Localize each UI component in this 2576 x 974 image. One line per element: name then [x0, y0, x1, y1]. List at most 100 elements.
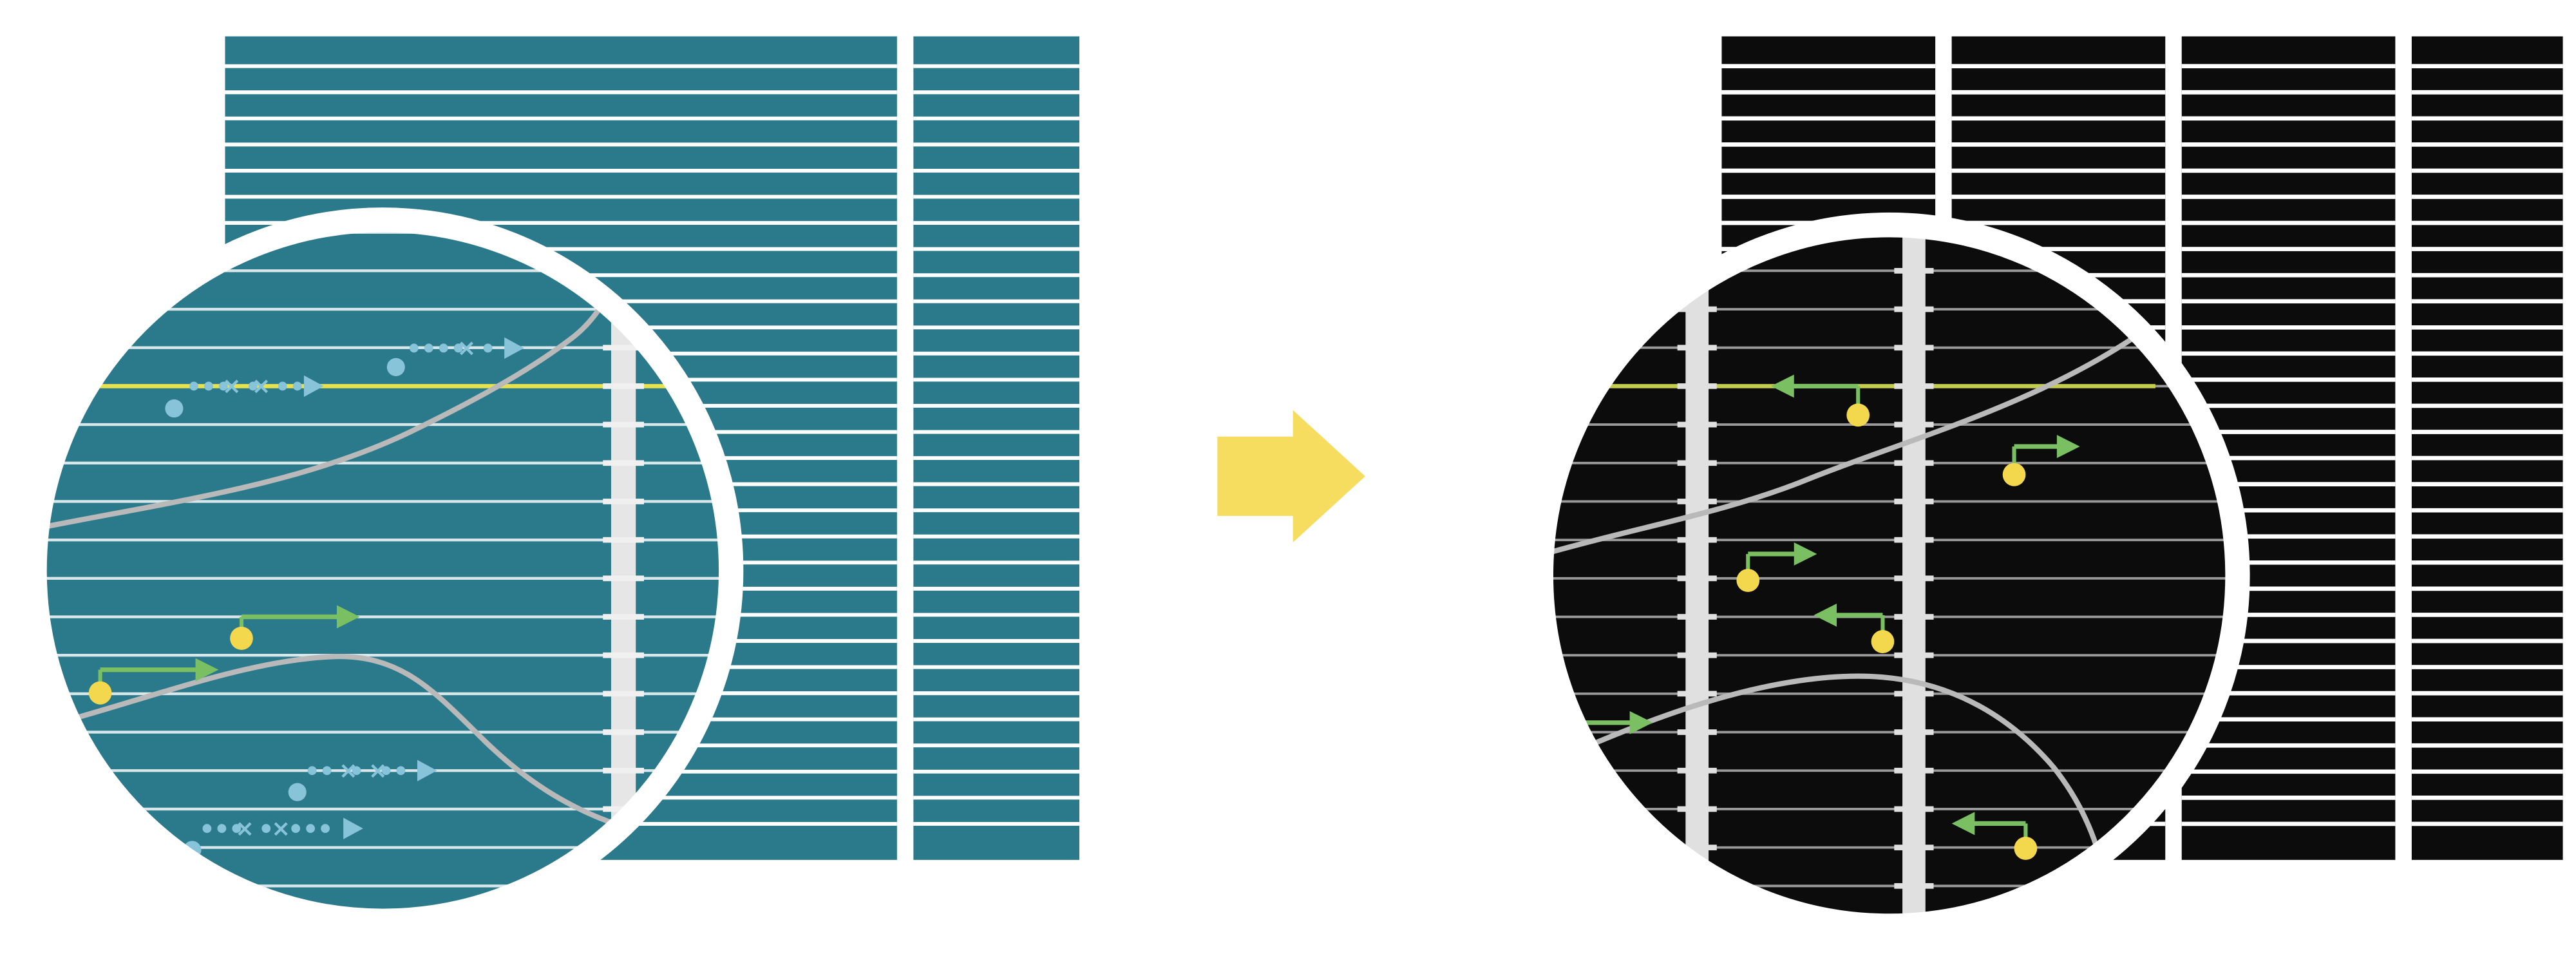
trail-dot — [321, 824, 330, 834]
trail-dot — [453, 343, 463, 353]
busbar-tick — [1894, 267, 1934, 274]
busbar-tick — [1894, 691, 1934, 697]
magnifier-content — [1549, 234, 2229, 917]
recombination-x-mark: × — [339, 758, 358, 784]
recombination-x-mark: × — [368, 758, 388, 784]
busbar-tick — [1677, 652, 1717, 658]
busbar-tick — [1677, 806, 1717, 812]
recombination-x-mark: × — [252, 373, 271, 399]
trail-dot — [396, 766, 406, 776]
trail-dot — [217, 824, 227, 834]
carrier-arrowhead — [2056, 435, 2080, 459]
busbar-tick — [603, 499, 644, 504]
collected-carrier-path — [1951, 812, 2038, 860]
busbar-tick — [1894, 383, 1934, 389]
trail-dot — [202, 824, 212, 834]
carrier-arrowhead — [1794, 542, 1817, 566]
busbar-tick — [1677, 767, 1717, 774]
carrier-arrowhead — [195, 658, 219, 682]
collected-carrier-path — [88, 658, 219, 705]
busbar-tick — [1894, 537, 1934, 543]
busbar-tick — [1677, 421, 1717, 428]
trail-dot — [424, 343, 433, 353]
trail-dot — [248, 381, 258, 391]
busbar-tick — [1677, 691, 1717, 697]
carrier-dot — [230, 626, 253, 650]
busbar-tick — [1894, 421, 1934, 428]
trail-dot — [291, 824, 301, 834]
busbar-tick — [603, 883, 644, 889]
busbar-tick — [603, 345, 644, 351]
busbar-tick — [1677, 845, 1717, 850]
electron-arrowhead — [303, 375, 324, 397]
trail-dot — [204, 381, 213, 391]
busbar-tick — [603, 383, 644, 389]
busbar-tick — [1894, 575, 1934, 582]
busbar-tick — [1677, 306, 1717, 312]
recombining-electron-path: ×× — [165, 373, 324, 418]
busbar-tick — [1894, 345, 1934, 351]
grain-boundary — [1549, 673, 2107, 879]
collected-carrier-path — [2002, 435, 2080, 486]
recombination-x-mark: × — [222, 373, 242, 399]
busbar-tick — [1677, 499, 1717, 504]
recombining-electron-path: ×× — [288, 758, 437, 801]
grain-boundary — [43, 238, 632, 532]
cell-panel — [2411, 36, 2563, 860]
trail-dot — [219, 381, 228, 391]
recombining-electron-path: × — [386, 335, 524, 377]
trail-dot — [352, 766, 361, 776]
electron-dot — [386, 358, 405, 377]
busbar-tick — [1677, 729, 1717, 735]
electron-arrowhead — [343, 817, 363, 839]
left-magnifier: ××××××× — [22, 207, 744, 934]
busbar-tick — [1894, 614, 1934, 620]
transform-arrow — [1217, 410, 1365, 542]
carrier-arrowhead — [1629, 711, 1653, 734]
trail-dot — [189, 381, 198, 391]
collected-carrier-path — [1771, 374, 1870, 427]
trail-dot — [322, 766, 332, 776]
electron-arrowhead — [504, 337, 524, 359]
busbar-tick — [603, 614, 644, 620]
carrier-dot — [1871, 630, 1895, 653]
trail-dot — [409, 343, 419, 353]
busbar-strip — [1685, 234, 1709, 917]
carrier-arrowhead — [1771, 374, 1794, 398]
carrier-dot — [1736, 569, 1760, 593]
recombination-x-mark: × — [457, 335, 477, 361]
busbar-tick — [603, 575, 644, 582]
carrier-dot — [2002, 463, 2026, 486]
busbar-tick — [1894, 460, 1934, 466]
busbar-tick — [1894, 767, 1934, 774]
trail-dot — [439, 343, 448, 353]
busbar-tick — [1677, 614, 1717, 620]
grain-boundary — [1549, 328, 2147, 557]
trail-dot — [381, 766, 391, 776]
collected-carrier-path — [230, 605, 360, 650]
busbar-tick — [1677, 345, 1717, 351]
busbar-tick — [603, 767, 644, 774]
trail-dot — [292, 381, 302, 391]
electron-arrowhead — [417, 759, 437, 781]
carrier-dot — [88, 681, 112, 705]
magnifier-background — [1549, 234, 2229, 917]
recombination-x-mark: × — [235, 816, 254, 842]
electron-dot — [165, 399, 184, 418]
carrier-arrowhead — [1951, 812, 1975, 836]
carrier-arrowhead — [1814, 603, 1837, 627]
cell-panel — [913, 36, 1080, 860]
trail-dot — [232, 824, 242, 834]
trail-dot — [306, 824, 316, 834]
carrier-dot — [2014, 836, 2038, 860]
magnifier-ring — [1528, 212, 2250, 939]
busbar-tick — [603, 460, 644, 466]
busbar-tick — [1677, 460, 1717, 466]
busbar-tick — [603, 729, 644, 735]
magnifier-background — [43, 229, 723, 912]
busbar-tick — [1894, 845, 1934, 850]
magnifier-ring — [22, 207, 744, 934]
busbar-tick — [1894, 652, 1934, 658]
